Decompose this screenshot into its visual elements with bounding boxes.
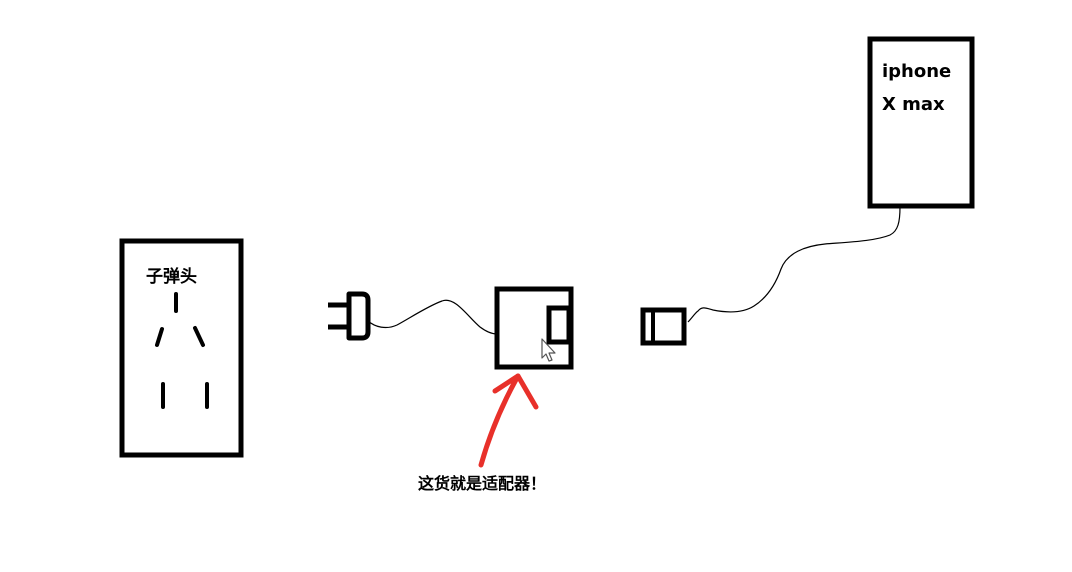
mouse-cursor-icon [541, 338, 556, 362]
socket-frame [119, 238, 244, 458]
plug-body [346, 291, 371, 341]
socket-icon [119, 238, 244, 458]
plug-icon [328, 291, 371, 341]
socket-hole-left [155, 327, 164, 347]
plug-cable [367, 299, 498, 335]
arrow-shaft [478, 373, 521, 468]
phone-body [867, 36, 975, 209]
cable-connector-icon [640, 307, 687, 346]
phone-icon [867, 36, 975, 209]
adapter-body [494, 286, 574, 370]
socket-hole-right [193, 326, 205, 347]
arrow-icon [478, 373, 539, 468]
adapter-icon [494, 286, 574, 370]
adapter-annotation: 这货就是适配器！ [418, 474, 547, 493]
arrow-head [492, 373, 539, 410]
phone-cable [687, 206, 901, 323]
phone-label-line1: iphone [882, 61, 952, 82]
phone-label-line2: X max [882, 94, 945, 115]
socket-label: 子弹头 [146, 267, 197, 287]
adapter-port [546, 305, 572, 345]
connector-body [640, 307, 687, 346]
